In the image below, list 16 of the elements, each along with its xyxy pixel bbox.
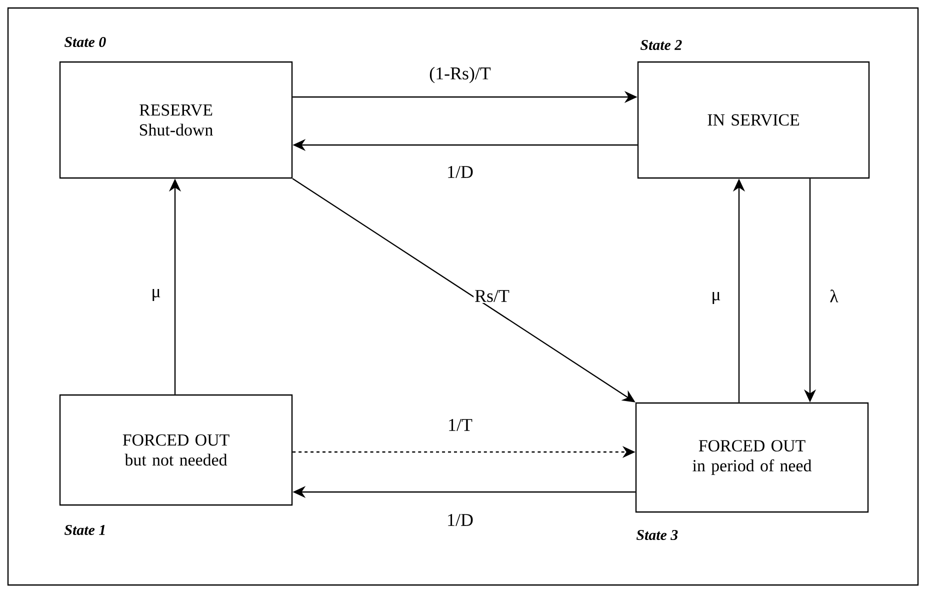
edge-label: λ [828, 288, 840, 304]
edge-label: 1/T [446, 418, 474, 432]
state-label: State 3 [636, 530, 678, 540]
state-box: IN SERVICE [637, 61, 870, 179]
state-box: FORCED OUT in period of need [635, 402, 869, 513]
edge-label: 1/D [446, 513, 474, 527]
state-box: FORCED OUT but not needed [59, 394, 293, 506]
edge-label: (1-Rs)/T [428, 66, 492, 84]
edge-label: μ [710, 290, 722, 306]
state-label: State 1 [64, 524, 105, 536]
state-label: State 0 [64, 36, 106, 48]
edge-label: μ [150, 288, 162, 302]
edge-label: 1/D [446, 165, 474, 179]
edge-label: Rs/T [474, 289, 510, 303]
state-label: State 2 [640, 40, 682, 50]
state-box: RESERVE Shut-down [59, 61, 293, 179]
